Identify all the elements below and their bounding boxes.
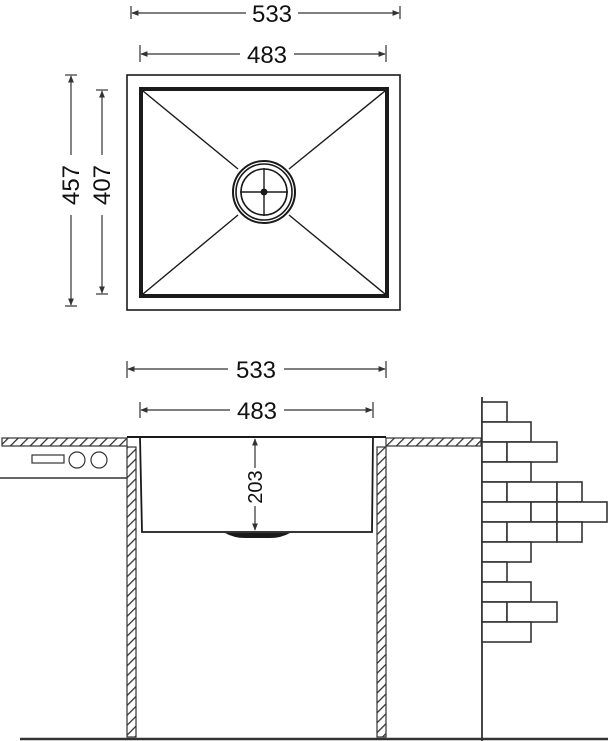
dim-inner-width-top: 483 — [139, 42, 387, 69]
section-view: 533 483 203 — [0, 357, 608, 741]
dim-outer-height: 457 — [58, 74, 85, 307]
top-view: 533 483 457 407 — [58, 1, 401, 311]
countertop-left — [1, 437, 128, 447]
dim-inner-height: 407 — [89, 89, 116, 295]
cabinet-wall-right — [376, 446, 387, 738]
knob-icon — [68, 451, 86, 469]
dim-label-483-section: 483 — [237, 398, 277, 425]
appliance-panel — [0, 451, 127, 479]
dim-bowl-depth: 203 — [245, 438, 267, 531]
dim-label-203: 203 — [245, 470, 267, 503]
bowl-slope-lines — [142, 90, 386, 295]
sink-bowl-profile — [139, 436, 374, 533]
brick-wall — [481, 397, 608, 741]
dim-label-483: 483 — [247, 42, 287, 69]
sink-outer-rim — [126, 74, 401, 311]
countertop-right — [385, 437, 482, 447]
drain-outlet — [225, 533, 290, 538]
dim-label-407: 407 — [89, 165, 116, 205]
knob-icon — [90, 451, 108, 469]
drain-icon — [232, 160, 296, 224]
dim-label-533: 533 — [252, 1, 292, 28]
dim-label-457: 457 — [58, 165, 85, 205]
dim-inner-width-section: 483 — [139, 398, 374, 425]
dim-outer-width-top: 533 — [130, 1, 401, 28]
sink-bowl — [139, 87, 389, 298]
dim-label-533-section: 533 — [236, 357, 276, 384]
cabinet-wall-left — [126, 446, 137, 738]
dim-outer-width-section: 533 — [126, 357, 387, 384]
control-slot-icon — [31, 454, 65, 464]
